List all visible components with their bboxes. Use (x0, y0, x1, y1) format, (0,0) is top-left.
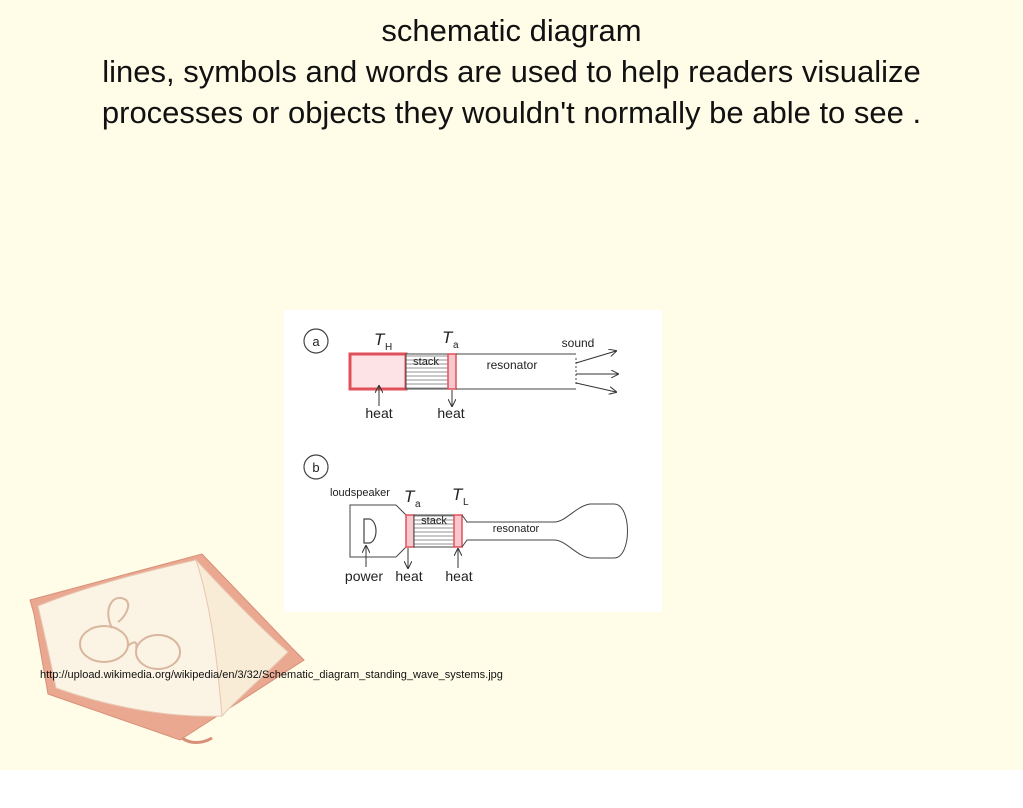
stack-a (405, 353, 449, 390)
slide-canvas: schematic diagram lines, symbols and wor… (0, 0, 1023, 770)
temp-low-subscript: L (463, 497, 469, 508)
book-right-page (195, 559, 289, 718)
ambient-heat-exchanger-b (405, 514, 415, 548)
description-line-1: lines, symbols and words are used to hel… (102, 54, 921, 89)
loudspeaker-housing (349, 504, 396, 558)
panel-b-badge-label: b (312, 460, 319, 475)
hot-heat-exchanger (348, 352, 408, 391)
panel-a: a resonator stack T H T a sound (303, 328, 618, 421)
sound-label: sound (562, 336, 595, 350)
loudspeaker-label: loudspeaker (330, 487, 390, 499)
schematic-svg: a resonator stack T H T a sound (303, 328, 628, 584)
temp-ambient-a-subscript: a (453, 340, 459, 351)
temp-low-symbol: T (452, 485, 464, 504)
schematic-figure: a resonator stack T H T a sound (284, 310, 662, 612)
panel-a-badge (303, 328, 329, 354)
heat-left-label: heat (395, 568, 422, 584)
spectacles-icon (79, 597, 181, 670)
temp-ambient-a-symbol: T (442, 328, 454, 347)
power-label: power (345, 568, 383, 584)
cold-heat-exchanger (453, 514, 463, 548)
ambient-heat-exchanger-a (447, 353, 457, 390)
temp-ambient-b-symbol: T (404, 487, 416, 506)
heat-right-label: heat (445, 568, 472, 584)
panel-b-badge (303, 454, 329, 480)
housing-taper-bottom (395, 546, 407, 558)
panel-a-badge-label: a (312, 334, 320, 349)
stack-b-label: stack (421, 515, 447, 527)
title-block: schematic diagram lines, symbols and wor… (0, 10, 1023, 133)
bottom-margin (0, 770, 1023, 808)
sound-arrow-down (575, 382, 616, 392)
open-book-illustration (29, 553, 305, 744)
description-line-2: processes or objects they wouldn't norma… (101, 95, 922, 130)
stack-a-label: stack (413, 356, 439, 368)
panel-b: b loudspeaker stack resonator T a T (303, 454, 628, 584)
slide-title: schematic diagram (381, 13, 642, 48)
resonator-b-outline (461, 503, 628, 559)
sound-arrow-up (575, 351, 616, 364)
temp-hot-symbol: T (374, 330, 386, 349)
housing-taper-top (395, 504, 407, 516)
heat-in-label: heat (365, 405, 392, 421)
heat-out-label: heat (437, 405, 464, 421)
resonator-b-label: resonator (493, 523, 540, 535)
stack-b (413, 514, 455, 548)
temp-hot-subscript: H (385, 342, 392, 353)
speaker-driver-icon (363, 518, 377, 544)
source-url-caption: http://upload.wikimedia.org/wikipedia/en… (40, 669, 503, 681)
temp-ambient-b-subscript: a (415, 499, 421, 510)
book-ribbon (181, 736, 213, 744)
resonator-a-label: resonator (487, 358, 538, 372)
